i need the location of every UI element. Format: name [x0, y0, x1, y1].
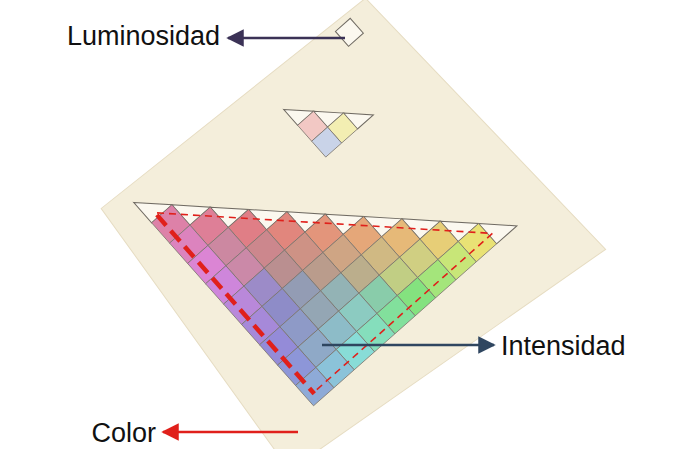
color-cell — [294, 366, 335, 407]
color-cell — [311, 126, 343, 158]
luminosity-swatch — [335, 17, 365, 47]
color-chart — [86, 0, 620, 449]
intensity-guide — [147, 213, 493, 402]
large-triangle — [122, 202, 517, 417]
luminosity-label: Luminosidad — [67, 23, 220, 50]
luminosity-arrow — [228, 37, 345, 40]
chart-paper — [86, 0, 620, 449]
small-triangle — [281, 109, 374, 159]
color-label: Color — [91, 420, 156, 447]
intensity-label: Intensidad — [501, 333, 626, 360]
intensity-arrow — [322, 344, 494, 347]
dashed-guides — [147, 213, 493, 404]
color-arrow — [163, 431, 298, 434]
color-guide — [147, 215, 325, 394]
